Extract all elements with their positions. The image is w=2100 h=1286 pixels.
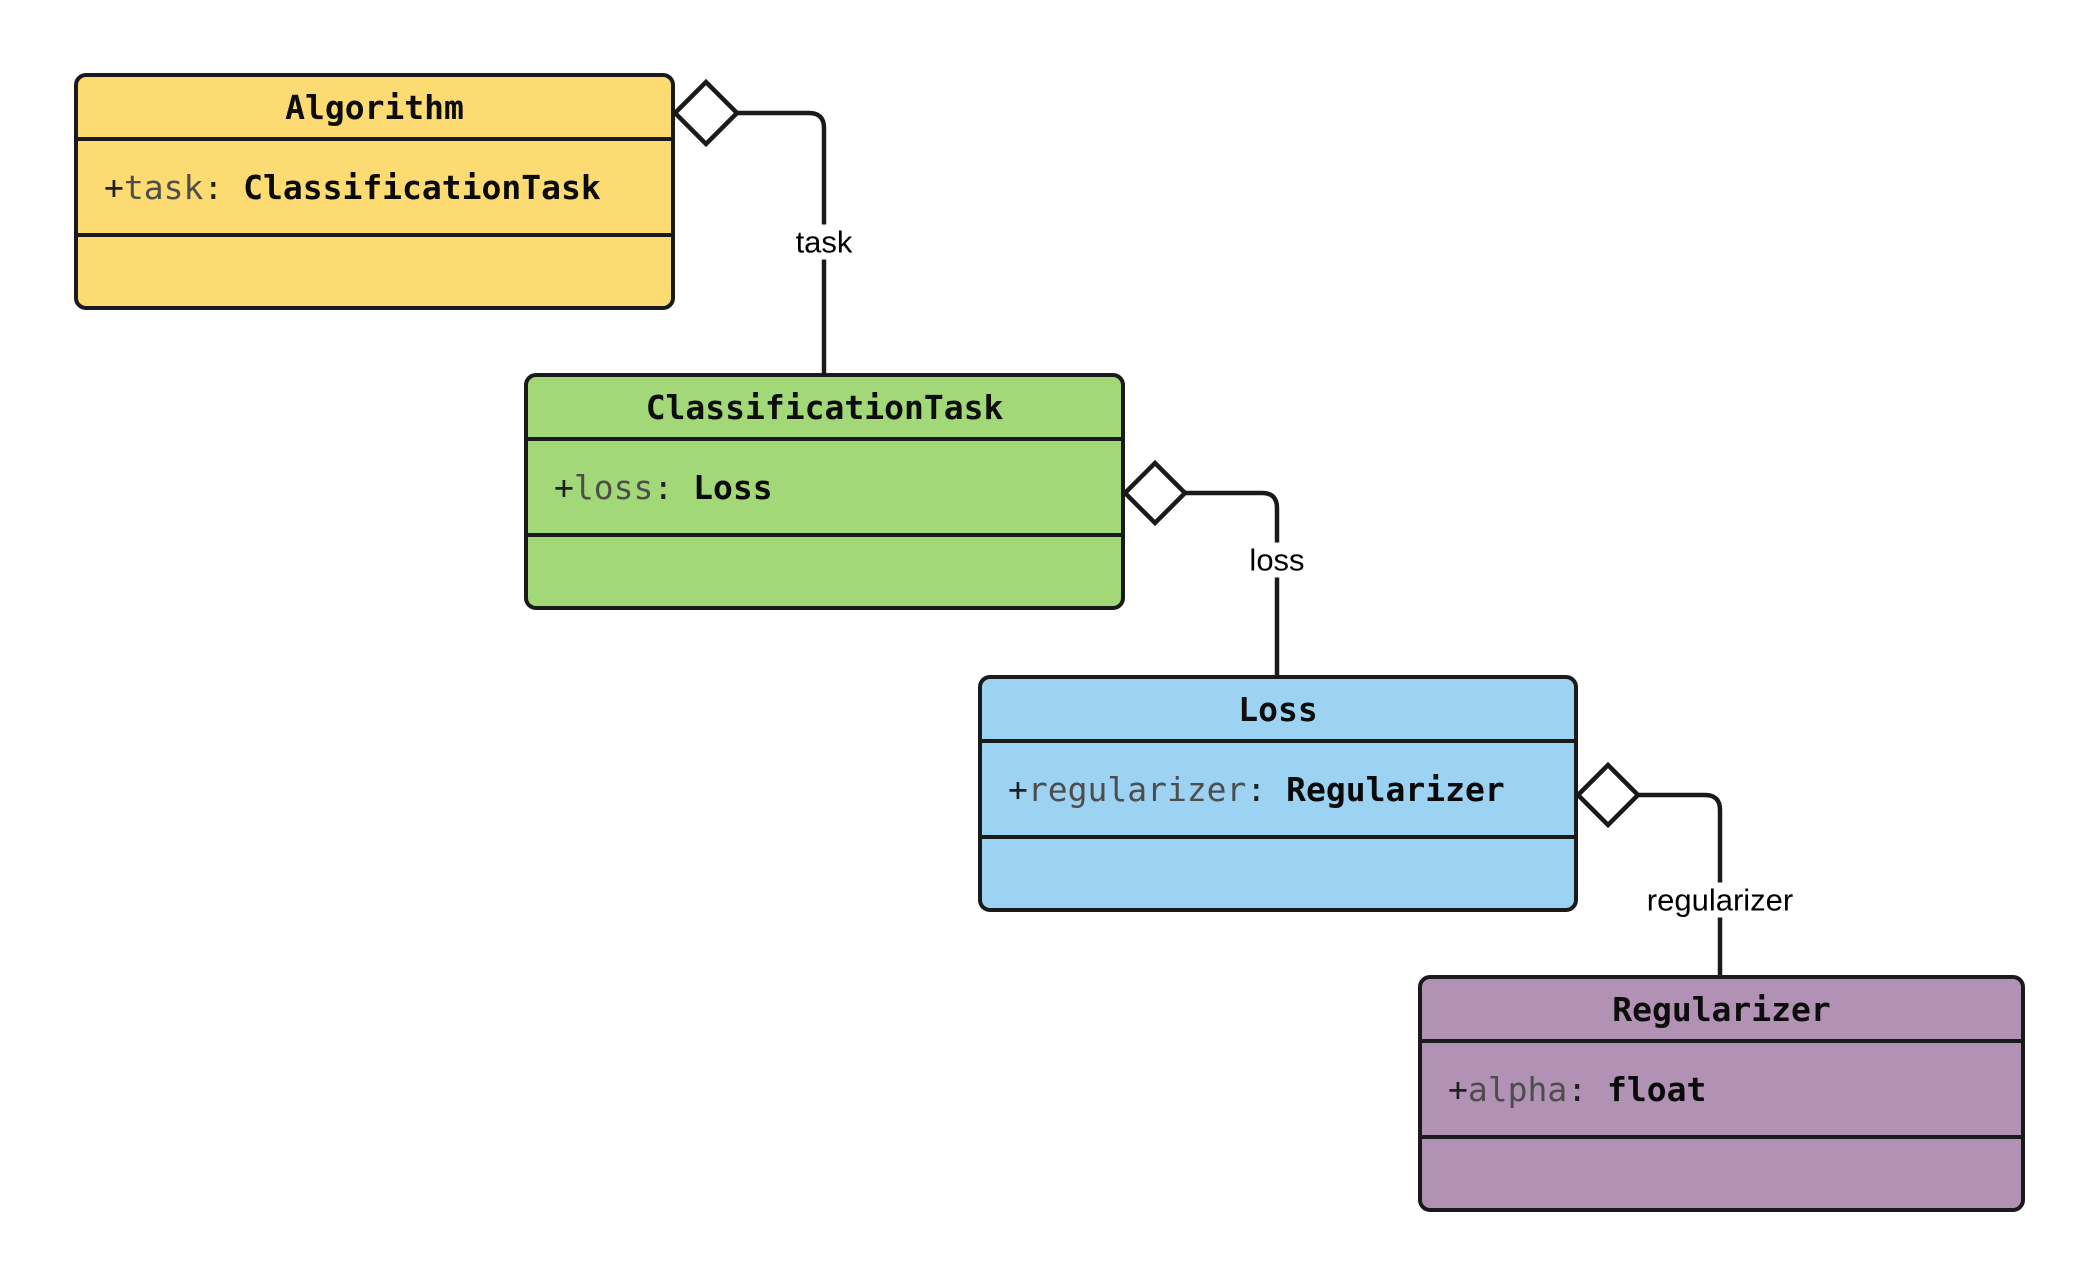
edge-line-task bbox=[737, 110, 827, 373]
attribute-visibility: + bbox=[1448, 1069, 1468, 1109]
class-title: ClassificationTask bbox=[528, 377, 1121, 441]
aggregation-diamond-icon bbox=[671, 78, 741, 148]
attribute: loss: Loss bbox=[573, 467, 773, 507]
class-box-loss: Loss + regularizer: Regularizer bbox=[978, 675, 1578, 912]
aggregation-diamond-icon bbox=[1121, 459, 1189, 527]
class-methods-compartment bbox=[78, 237, 671, 306]
class-title: Loss bbox=[982, 679, 1574, 743]
attribute: task: ClassificationTask bbox=[123, 167, 601, 207]
class-title: Regularizer bbox=[1422, 979, 2021, 1043]
class-attributes-compartment: + loss: Loss bbox=[528, 441, 1121, 537]
edge-line-regularizer bbox=[1638, 792, 1723, 975]
attribute-visibility: + bbox=[554, 467, 574, 507]
attribute-visibility: + bbox=[104, 167, 124, 207]
class-methods-compartment bbox=[1422, 1139, 2021, 1208]
class-attributes-compartment: + regularizer: Regularizer bbox=[982, 743, 1574, 839]
edge-label-loss: loss bbox=[1242, 542, 1312, 578]
aggregation-diamond-icon bbox=[1574, 761, 1642, 829]
class-box-regularizer: Regularizer + alpha: float bbox=[1418, 975, 2025, 1212]
attribute-visibility: + bbox=[1008, 769, 1028, 809]
class-methods-compartment bbox=[528, 537, 1121, 606]
edge-label-regularizer: regularizer bbox=[1639, 882, 1801, 918]
class-box-algorithm: Algorithm + task: ClassificationTask bbox=[74, 73, 675, 310]
class-attributes-compartment: + alpha: float bbox=[1422, 1043, 2021, 1139]
class-title: Algorithm bbox=[78, 77, 671, 141]
class-attributes-compartment: + task: ClassificationTask bbox=[78, 141, 671, 237]
attribute: alpha: float bbox=[1467, 1069, 1707, 1109]
edge-label-task: task bbox=[788, 224, 860, 260]
attribute: regularizer: Regularizer bbox=[1027, 769, 1505, 809]
class-methods-compartment bbox=[982, 839, 1574, 908]
edge-line-loss bbox=[1185, 490, 1280, 675]
class-box-classificationtask: ClassificationTask + loss: Loss bbox=[524, 373, 1125, 610]
